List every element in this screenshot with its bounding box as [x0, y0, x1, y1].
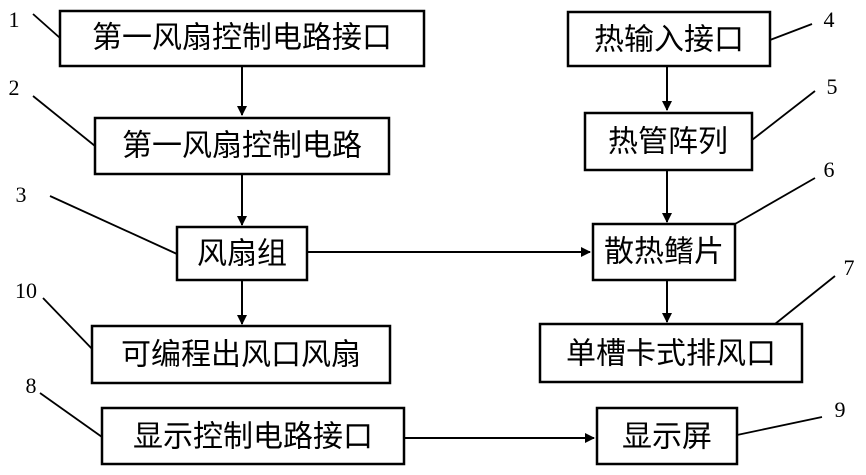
node-fan1-ctrl-interface: 第一风扇控制电路接口	[60, 11, 424, 66]
leader-6	[735, 178, 815, 224]
ref-number-1: 1	[9, 7, 20, 32]
node-display-ctrl-interface: 显示控制电路接口	[102, 408, 404, 464]
leader-1	[33, 14, 60, 38]
leader-9	[737, 417, 822, 435]
leader-3	[50, 196, 177, 254]
ref-number-2: 2	[9, 75, 20, 100]
node-label: 第一风扇控制电路接口	[92, 21, 392, 56]
node-label: 散热鳍片	[604, 235, 724, 270]
node-heat-fins: 散热鳍片	[593, 224, 735, 280]
node-label: 显示屏	[622, 420, 712, 455]
ref-number-10: 10	[15, 278, 37, 303]
node-fan-group: 风扇组	[177, 227, 307, 280]
ref-number-8: 8	[26, 373, 37, 398]
ref-number-4: 4	[824, 7, 835, 32]
ref-number-3: 3	[16, 182, 27, 207]
ref-number-7: 7	[844, 255, 855, 280]
node-fan1-ctrl-circuit: 第一风扇控制电路	[95, 118, 389, 174]
leader-2	[33, 96, 95, 146]
node-label: 热输入接口	[594, 23, 744, 58]
ref-number-5: 5	[827, 74, 838, 99]
node-display-screen: 显示屏	[597, 408, 737, 464]
leader-8	[40, 393, 102, 437]
node-single-slot-exhaust: 单槽卡式排风口	[540, 324, 802, 382]
leader-7	[775, 276, 835, 324]
node-label: 风扇组	[197, 237, 287, 272]
leader-4	[770, 24, 812, 40]
node-label: 热管阵列	[608, 125, 728, 160]
leader-5	[752, 91, 815, 140]
node-label: 第一风扇控制电路	[122, 129, 362, 164]
leader-10	[43, 298, 95, 352]
node-programmable-fan: 可编程出风口风扇	[92, 326, 390, 383]
node-heat-pipe-array: 热管阵列	[585, 113, 752, 170]
node-heat-input-interface: 热输入接口	[568, 12, 770, 66]
node-label: 单槽卡式排风口	[566, 337, 776, 372]
node-label: 可编程出风口风扇	[121, 338, 361, 373]
ref-number-9: 9	[835, 397, 846, 422]
ref-number-6: 6	[824, 157, 835, 182]
node-label: 显示控制电路接口	[133, 420, 373, 455]
